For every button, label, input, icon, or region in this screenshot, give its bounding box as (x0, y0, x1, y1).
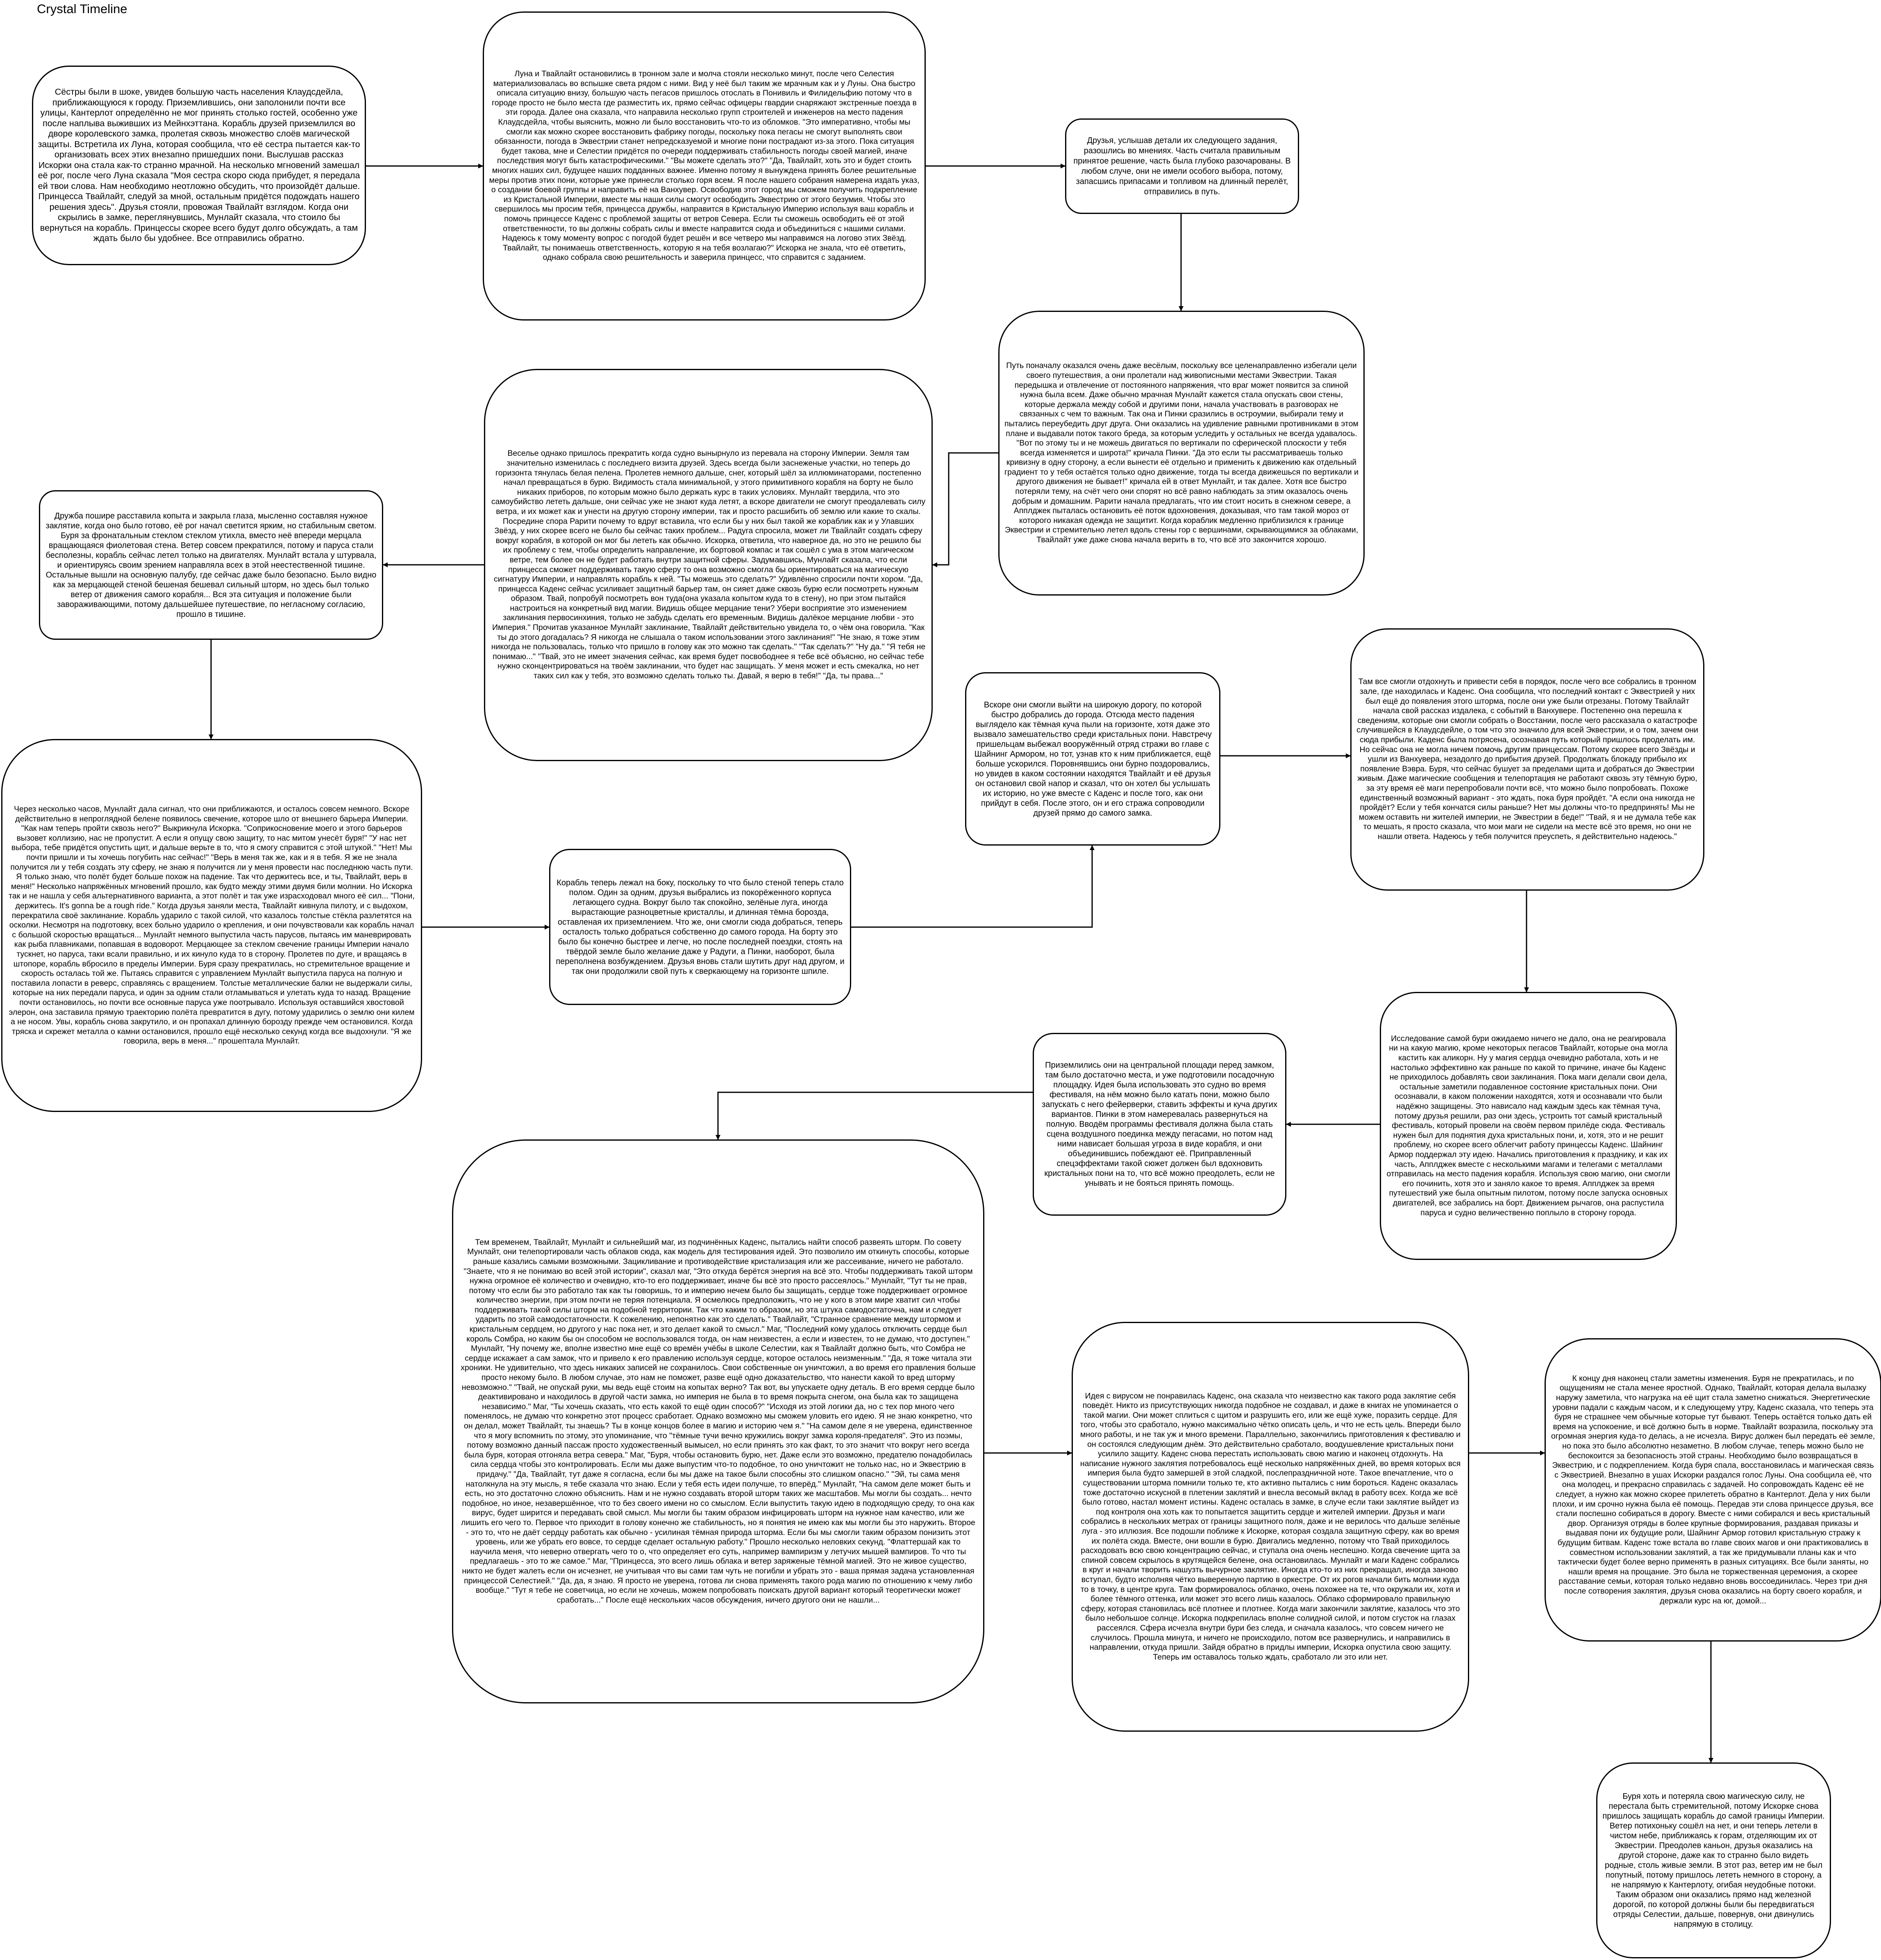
story-node-4[interactable]: Путь поначалу оказался очень даже весёлы… (998, 311, 1365, 596)
story-node-11-text: Исследование самой бури ожидаемо ничего … (1386, 1034, 1672, 1217)
edge-n8-n9 (851, 845, 1095, 928)
story-node-3[interactable]: Друзья, услышав детали их следующего зад… (1065, 118, 1299, 214)
story-node-6-text: Дружба пошире расставила копыта и закрыл… (45, 511, 379, 619)
story-node-2[interactable]: Луна и Твайлайт остановились в тронном з… (483, 11, 926, 321)
story-node-8[interactable]: Корабль теперь лежал на боку, поскольку … (549, 849, 851, 1005)
story-node-15[interactable]: К концу дня наконец стали заметны измене… (1545, 1338, 1881, 1642)
story-node-5-text: Веселье однако пришлось прекратить когда… (491, 449, 928, 681)
story-node-15-text: К концу дня наконец стали заметны измене… (1551, 1373, 1877, 1605)
story-node-1-text: Сёстры были в шоке, увидев большую часть… (38, 87, 363, 243)
story-node-3-text: Друзья, услышав детали их следующего зад… (1073, 136, 1293, 196)
story-node-13[interactable]: Тем временем, Твайлайт, Мунлайт и сильне… (452, 1139, 984, 1703)
story-node-9-text: Вскоре они смогли выйти на широкую дорог… (974, 700, 1214, 818)
story-node-7-text: Через несколько часов, Мунлайт дала сигн… (9, 805, 417, 1046)
story-node-10-text: Там все смогли отдохнуть и привести себя… (1356, 677, 1701, 841)
story-node-1[interactable]: Сёстры были в шоке, увидев большую часть… (32, 66, 366, 265)
story-node-12-text: Приземлились они на центральной площади … (1042, 1061, 1280, 1188)
story-node-6[interactable]: Дружба пошире расставила копыта и закрыл… (39, 490, 383, 640)
story-node-12[interactable]: Приземлились они на центральной площади … (1033, 1033, 1286, 1216)
edge-n12-n13 (716, 1091, 1033, 1140)
diagram-title: Crystal Timeline (37, 2, 127, 16)
story-node-4-text: Путь поначалу оказался очень даже весёлы… (1004, 361, 1361, 545)
edge-n4-n5 (932, 452, 998, 567)
story-node-8-text: Корабль теперь лежал на боку, поскольку … (556, 878, 847, 976)
story-node-9[interactable]: Вскоре они смогли выйти на широкую дорог… (965, 672, 1220, 846)
story-node-16[interactable]: Буря хоть и потеряла свою магическую сил… (1596, 1762, 1831, 1958)
story-node-14[interactable]: Идея с вирусом не понравилась Каденс, он… (1072, 1322, 1469, 1732)
story-node-5[interactable]: Веселье однако пришлось прекратить когда… (484, 369, 933, 761)
story-node-7[interactable]: Через несколько часов, Мунлайт дала сигн… (1, 739, 422, 1112)
story-node-14-text: Идея с вирусом не понравилась Каденс, он… (1080, 1391, 1463, 1662)
story-node-10[interactable]: Там все смогли отдохнуть и привести себя… (1350, 628, 1704, 891)
story-node-13-text: Тем временем, Твайлайт, Мунлайт и сильне… (461, 1237, 978, 1605)
story-node-16-text: Буря хоть и потеряла свою магическую сил… (1602, 1792, 1827, 1929)
story-node-2-text: Луна и Твайлайт остановились в тронном з… (489, 69, 922, 262)
story-node-11[interactable]: Исследование самой бури ожидаемо ничего … (1380, 992, 1677, 1260)
